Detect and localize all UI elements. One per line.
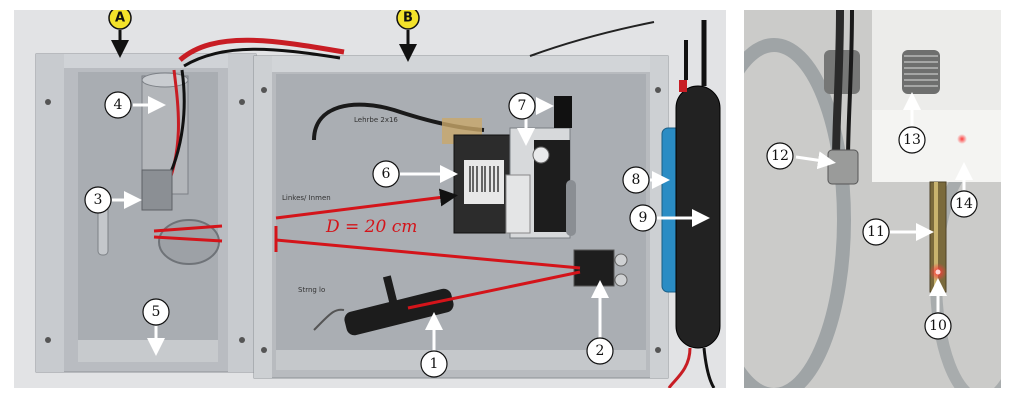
glass-ring-left [744,38,851,388]
callout-12: 12 [766,142,794,170]
sensor-holder [141,169,173,211]
handwriting-1: Linkes/ Inmen [282,194,331,202]
laser-module [313,275,454,336]
laser-beams [153,188,581,310]
photo-panel-b: 10 11 12 13 14 [744,10,1001,388]
svg-text:B: B [403,11,413,26]
callout-11: 11 [862,218,890,246]
svg-text:9: 9 [639,210,648,226]
callout-1: 1 [420,350,448,378]
svg-text:14: 14 [955,196,973,212]
setup-photo: D = 20 cm Linkes/ Inmen Lehrbe 2x16 Strn… [14,10,726,388]
callout-7: 7 [508,92,536,120]
callout-5: 5 [142,298,170,326]
callout-arrows [111,30,710,356]
callout-8: 8 [622,166,650,194]
callout-14: 14 [950,190,978,218]
box-a-bottom [78,340,218,362]
svg-text:2: 2 [596,343,605,359]
box-a-right-rail [228,54,256,372]
red-cable-top [178,37,345,62]
svg-text:11: 11 [867,224,885,240]
callout-4: 4 [104,91,132,119]
distance-label: D = 20 cm [325,217,417,237]
box-b-left-rail [254,56,272,378]
stage-post [554,96,572,128]
svg-text:13: 13 [903,132,921,148]
beam-return [275,238,581,270]
callout-3: 3 [84,186,112,214]
photo-panel-a: D = 20 cm Linkes/ Inmen Lehrbe 2x16 Strn… [14,10,726,388]
svg-text:1: 1 [430,356,439,372]
laser-spot-block [957,134,967,144]
svg-text:10: 10 [929,318,947,334]
callout-2: 2 [586,337,614,365]
svg-text:12: 12 [771,148,789,164]
svg-text:6: 6 [382,166,391,182]
black-cable-top [183,47,341,68]
fiber-fitting [827,149,859,185]
svg-text:4: 4 [114,97,123,113]
svg-text:7: 7 [518,98,527,114]
box-b-top-rail [254,56,668,72]
handwriting-2: Lehrbe 2x16 [354,116,398,124]
distance-arrow [275,188,458,220]
micrometer-barrel [505,174,531,234]
svg-text:3: 3 [94,192,103,208]
callout-B: B [396,10,420,30]
callout-6: 6 [372,160,400,188]
svg-text:8: 8 [632,172,641,188]
fiber-cable [832,10,844,161]
callout-A: A [108,10,132,30]
spectrometer-label [464,160,504,204]
box-b-bottom [276,350,646,370]
svg-text:A: A [115,11,125,26]
box-a-left-rail [36,54,64,372]
slot-bracket [566,180,576,236]
spring-13 [902,50,940,94]
callout-9: 9 [629,204,657,232]
svg-text:5: 5 [152,304,161,320]
callout-10: 10 [924,312,952,340]
closeup-callout-arrows [795,92,973,312]
handwriting-3: Strng lo [298,286,325,294]
callout-13: 13 [898,126,926,154]
beam-source [407,270,581,310]
closeup-photo: 10 11 12 13 14 [744,10,1001,388]
box-a-top-rail [36,54,256,68]
